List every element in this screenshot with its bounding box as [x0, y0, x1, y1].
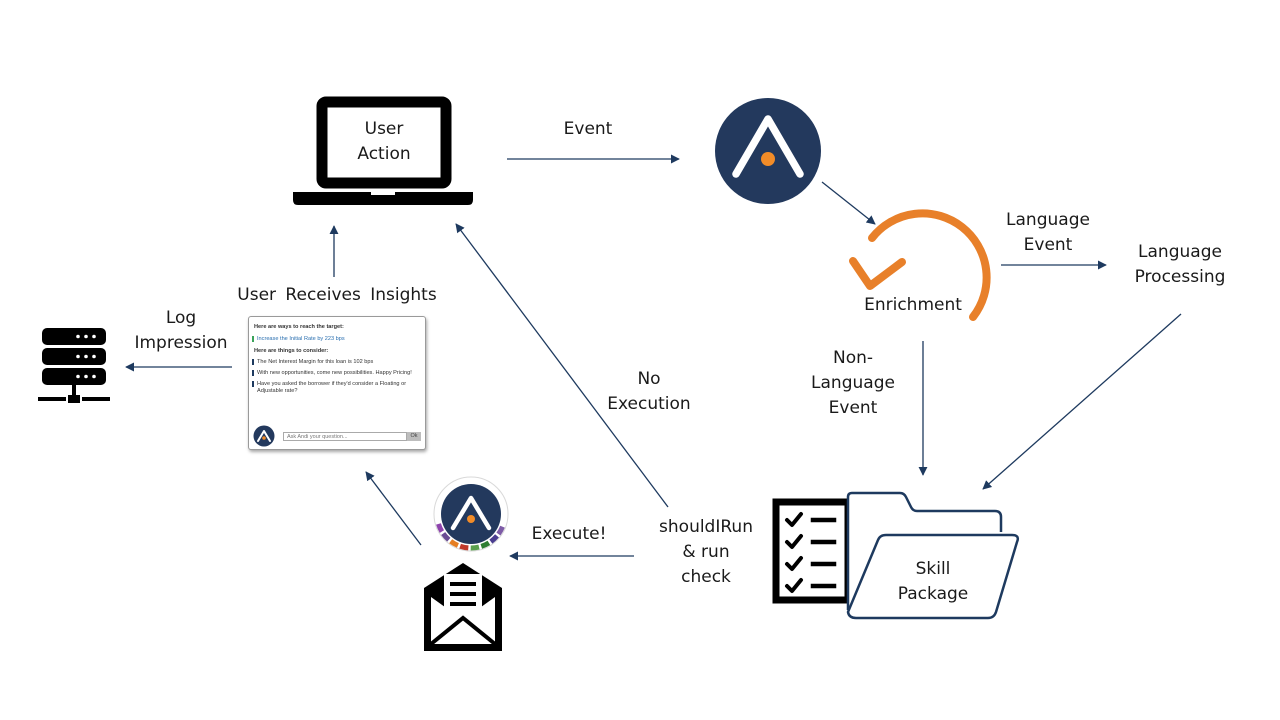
arrow-execute-to-insights [365, 471, 422, 546]
folder-icon [846, 491, 1020, 620]
enrichment-label: Enrichment [864, 295, 962, 315]
checklist-icon [772, 498, 852, 604]
arrow-andi-to-enrichment [821, 181, 876, 225]
panel-ask-bar: Ask Andi your question... Ok [253, 425, 421, 447]
arrow-language-processing-to-skill [982, 313, 1182, 490]
ring-segment [470, 544, 480, 551]
ring-segment [489, 534, 499, 544]
user-receives-insights-label: User Receives Insights [237, 285, 437, 305]
insights-panel: Here are ways to reach the target: Incre… [248, 316, 426, 450]
andi-logo-icon [715, 98, 821, 204]
panel-item-2[interactable]: With new opportunities, come new possibi… [249, 369, 425, 378]
circular-arrow-icon [849, 209, 991, 321]
arrow-should-run-to-user-action [455, 223, 669, 508]
ring-segment [496, 525, 505, 536]
panel-andi-logo-icon [253, 425, 275, 447]
ring-segment [441, 532, 451, 542]
envelope-icon [424, 563, 502, 651]
ring-segment [436, 523, 445, 533]
execute-label: Execute! [531, 524, 607, 544]
ring-segment [449, 539, 459, 548]
panel-ok-button[interactable]: Ok [407, 432, 421, 441]
ring-segment [480, 540, 491, 549]
flow-arrows [125, 154, 1182, 561]
laptop-icon [293, 96, 473, 205]
andi-ring-logo-icon [433, 476, 509, 552]
panel-item-3[interactable]: Have you asked the borrower if they'd co… [249, 380, 425, 396]
server-icon [38, 328, 110, 403]
panel-target-item[interactable]: Increase the Initial Rate by 223 bps [249, 335, 425, 344]
panel-heading-consider: Here are things to consider: [254, 348, 329, 354]
panel-ask-input[interactable]: Ask Andi your question... [283, 432, 407, 441]
panel-heading-target: Here are ways to reach the target: [254, 324, 344, 330]
panel-item-1[interactable]: The Net Interest Margin for this loan is… [249, 358, 425, 367]
event-label: Event [563, 119, 613, 139]
ring-segment [459, 543, 469, 551]
